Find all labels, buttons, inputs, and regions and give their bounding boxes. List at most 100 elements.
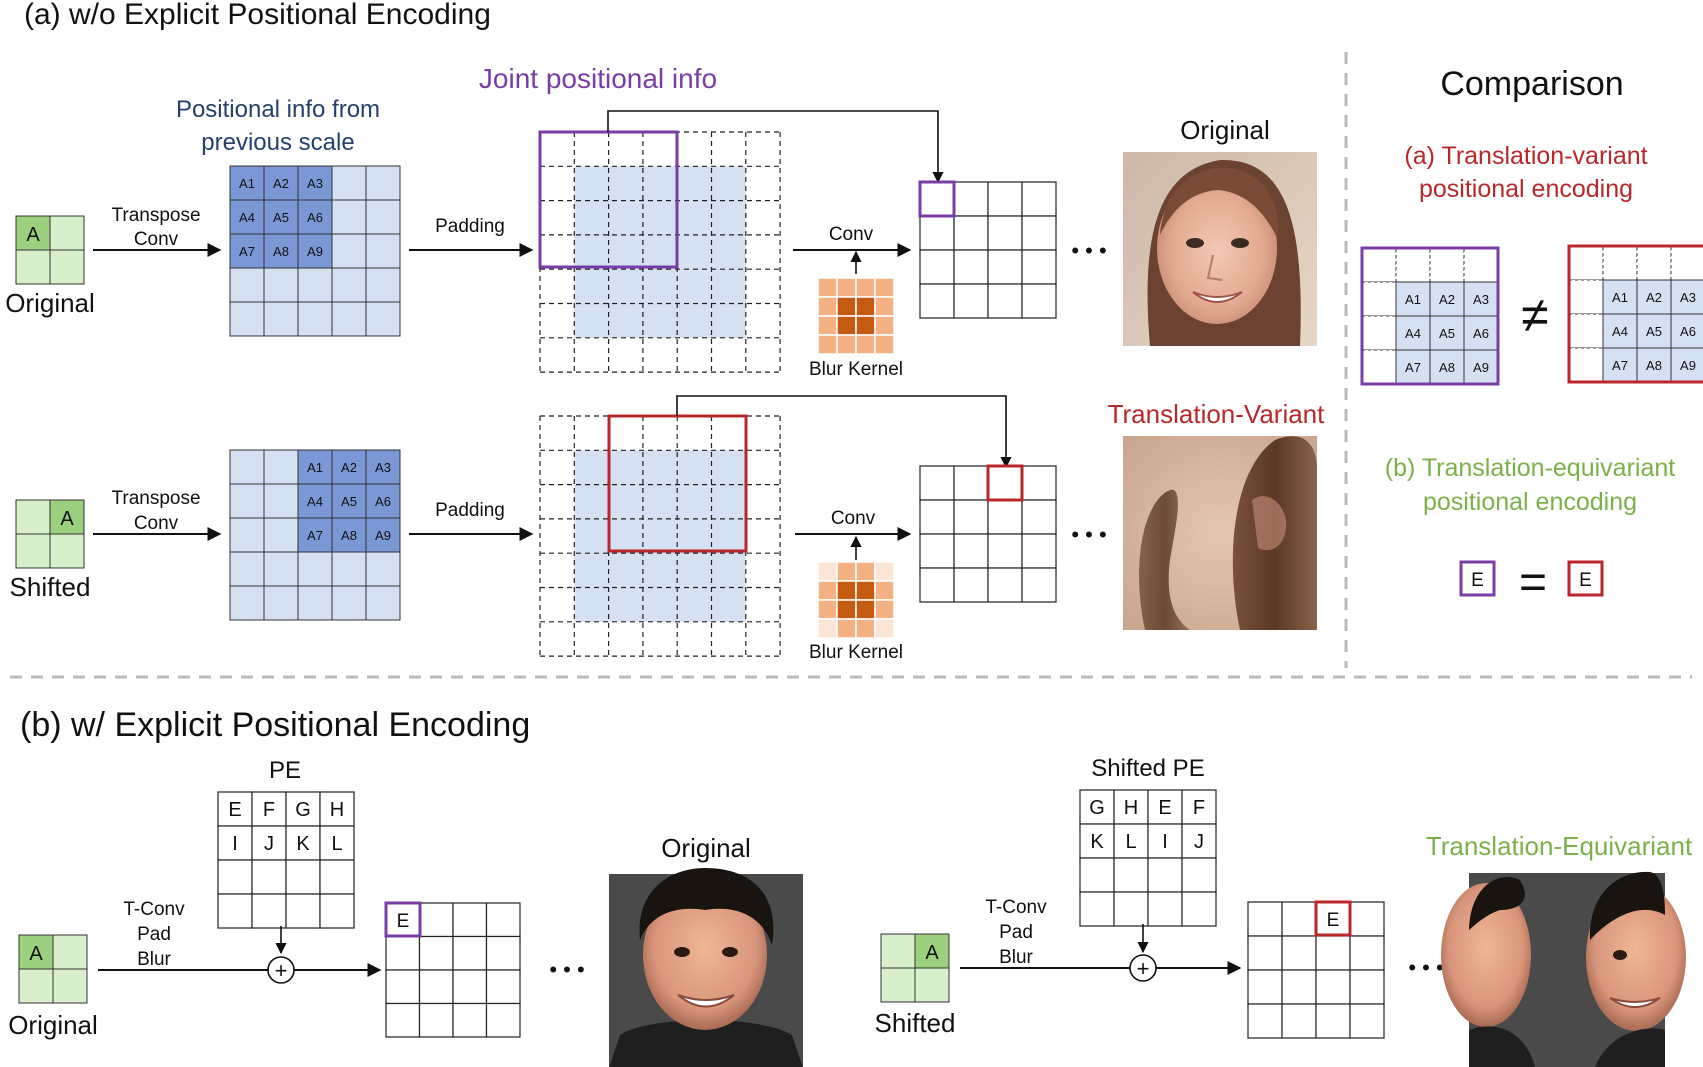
comparison-grid-border xyxy=(1567,244,1703,384)
row2-tconv-label-line2: Conv xyxy=(134,513,179,534)
comparison-title: Comparison xyxy=(1440,65,1623,103)
grid-cell xyxy=(987,181,1023,217)
grid-cell xyxy=(1021,181,1057,217)
pe-cell-label: H xyxy=(1124,797,1138,819)
grid-cell xyxy=(229,585,265,621)
grid-cell xyxy=(297,551,333,587)
grid-cell xyxy=(319,893,355,929)
kernel-cell xyxy=(836,277,857,298)
grid-cell xyxy=(1429,349,1465,385)
kernel-cell xyxy=(836,618,857,639)
grid-cell xyxy=(365,301,401,337)
grid-cell xyxy=(1181,789,1217,825)
kernel-cell xyxy=(836,561,857,582)
grid-cell xyxy=(919,533,955,569)
pe-cell-label: E xyxy=(1158,797,1171,819)
grid-cell xyxy=(1247,969,1283,1005)
kernel-cell xyxy=(874,315,895,336)
joint-positional-info-label: Joint positional info xyxy=(479,63,717,94)
right-input-label: Shifted xyxy=(875,1008,956,1038)
grid-cell xyxy=(987,499,1023,535)
left-input-latent: A xyxy=(18,934,88,1004)
grid-cell-label: A1 xyxy=(1612,290,1628,305)
grid-cell xyxy=(1247,901,1283,937)
grid-cell-label: A4 xyxy=(239,210,255,225)
grid-cell-label: A2 xyxy=(1646,290,1662,305)
grid-cell xyxy=(1079,857,1115,893)
grid-cell xyxy=(229,301,265,337)
grid-cell xyxy=(1315,1003,1351,1039)
grid-cell-label: A6 xyxy=(1473,326,1489,341)
comparison-e-letter-right: E xyxy=(1579,570,1592,591)
grid-cell-label: A1 xyxy=(1405,292,1421,307)
row1-padding-label: Padding xyxy=(435,216,505,237)
grid-cell xyxy=(1281,901,1317,937)
pe-cell-label: K xyxy=(296,833,310,855)
kernel-cell xyxy=(874,334,895,355)
grid-cell-label: A5 xyxy=(1646,324,1662,339)
grid-cell xyxy=(285,859,321,895)
left-ops-line2: Pad xyxy=(137,924,171,945)
kernel-cell xyxy=(874,599,895,620)
plus-sign-right: + xyxy=(1137,956,1150,981)
grid-cell xyxy=(217,893,253,929)
plus-node-left: + xyxy=(267,956,295,984)
grid-cell-label: A9 xyxy=(1680,358,1696,373)
kernel-cell xyxy=(855,561,876,582)
face-photo-original-woman xyxy=(1123,152,1317,346)
kernel-cell xyxy=(817,277,838,298)
row2-ellipsis: • • • xyxy=(1071,522,1106,547)
grid-cell xyxy=(319,791,355,827)
padded-core xyxy=(574,450,746,622)
section-b-title: (b) w/ Explicit Positional Encoding xyxy=(20,706,530,744)
grid-cell xyxy=(331,267,367,303)
comparison-e-box-purple: E xyxy=(1459,560,1496,597)
plus-sign-left: + xyxy=(275,958,288,983)
kernel-cell xyxy=(855,599,876,620)
grid-cell xyxy=(919,283,955,319)
right-ops-line1: T-Conv xyxy=(985,897,1047,918)
comparison-a-line1: (a) Translation-variant xyxy=(1404,142,1647,170)
row2-padded-grid xyxy=(539,415,781,657)
grid-cell-label: A7 xyxy=(307,528,323,543)
grid-cell xyxy=(331,551,367,587)
grid-cell xyxy=(1670,313,1703,349)
pe-title: PE xyxy=(269,757,301,784)
kernel-cell xyxy=(874,277,895,298)
grid-cell xyxy=(385,969,421,1005)
grid-cell xyxy=(1281,969,1317,1005)
comparison-grid-border xyxy=(1360,246,1500,386)
row2-blur-kernel xyxy=(817,561,895,639)
grid-cell xyxy=(987,215,1023,251)
pe-cell-label: I xyxy=(1162,831,1168,853)
grid-cell xyxy=(418,969,454,1005)
grid-cell xyxy=(263,449,299,485)
row1-tconv-label-line2: Conv xyxy=(134,229,179,250)
grid-cell xyxy=(1429,315,1465,351)
grid-cell xyxy=(1636,245,1672,281)
row2-input-label: Shifted xyxy=(10,572,91,602)
grid-cell xyxy=(229,267,265,303)
kernel-cell xyxy=(836,599,857,620)
grid-cell-filled xyxy=(263,233,299,269)
grid-cell xyxy=(331,199,367,235)
right-ellipsis: • • • xyxy=(1408,955,1443,980)
grid-cell xyxy=(1147,789,1183,825)
grid-cell xyxy=(297,267,333,303)
grid-cell xyxy=(1113,823,1149,859)
grid-cell xyxy=(1602,313,1638,349)
grid-cell xyxy=(1429,247,1465,283)
grid-cell xyxy=(953,181,989,217)
grid-cell-label: A3 xyxy=(1473,292,1489,307)
grid-cell xyxy=(263,551,299,587)
grid-cell xyxy=(1079,789,1115,825)
kernel-cell xyxy=(874,580,895,601)
grid-cell xyxy=(1568,347,1604,383)
row2-tconv-label-line1: Transpose xyxy=(111,488,200,509)
row1-feedback-arrow xyxy=(607,110,944,184)
face-photo-translation-variant-hair xyxy=(1123,436,1317,630)
section-a-title: (a) w/o Explicit Positional Encoding xyxy=(24,0,491,31)
